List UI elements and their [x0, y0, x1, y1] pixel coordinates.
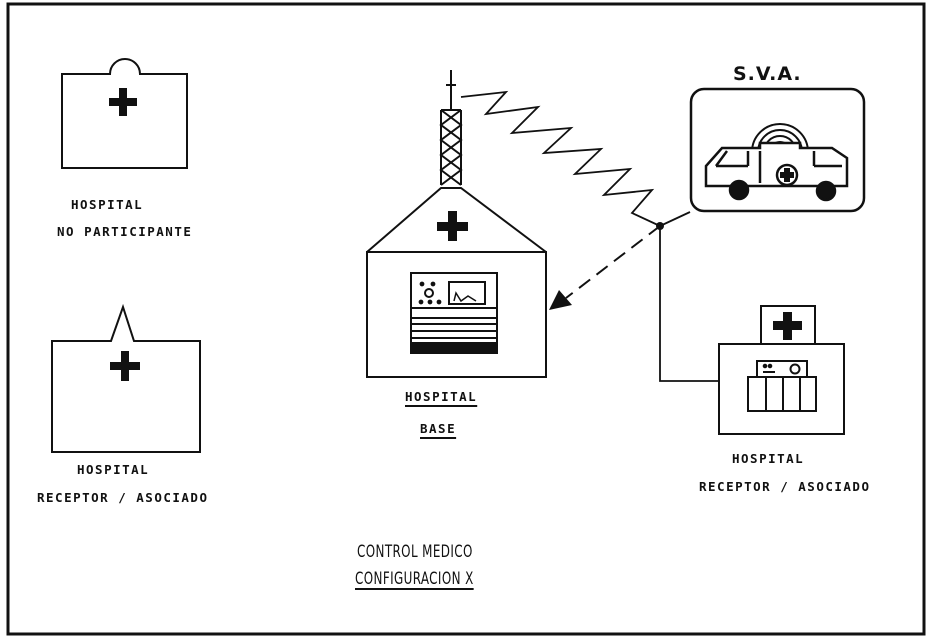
radio-link-zigzag [461, 92, 660, 226]
hospital-base-label-line2: BASE [420, 421, 456, 436]
hospital-receptor-left-label-line1: HOSPITAL [77, 462, 149, 477]
red-cross-icon [437, 211, 468, 241]
diagram-title-line1: CONTROL MEDICO [357, 542, 473, 562]
hospital-base-label-line1: HOSPITAL [405, 389, 477, 404]
hospital-no-participante-label-line2: NO PARTICIPANTE [57, 224, 192, 239]
hospital-receptor-right-label-line1: HOSPITAL [732, 451, 804, 466]
dashed-arrow-to-base [549, 226, 660, 310]
radio-tower-icon [441, 70, 461, 185]
ambulance-link-line [660, 212, 690, 226]
red-cross-icon [773, 312, 802, 340]
hospital-receptor-right-label-line2: RECEPTOR / ASOCIADO [699, 479, 871, 494]
hospital-receptor-left-label-line2: RECEPTOR / ASOCIADO [37, 490, 209, 505]
radio-equipment-icon [748, 361, 816, 411]
diagram-title-line2: CONFIGURACION X [355, 569, 474, 589]
sva-label: S.V.A. [733, 63, 802, 85]
red-cross-icon [109, 88, 137, 116]
radio-equipment-icon [411, 273, 497, 353]
hospital-no-participante-label-line1: HOSPITAL [71, 197, 143, 212]
red-cross-icon [110, 351, 140, 381]
connection-to-receptor-right [660, 226, 719, 381]
ambulance-icon [706, 143, 847, 200]
